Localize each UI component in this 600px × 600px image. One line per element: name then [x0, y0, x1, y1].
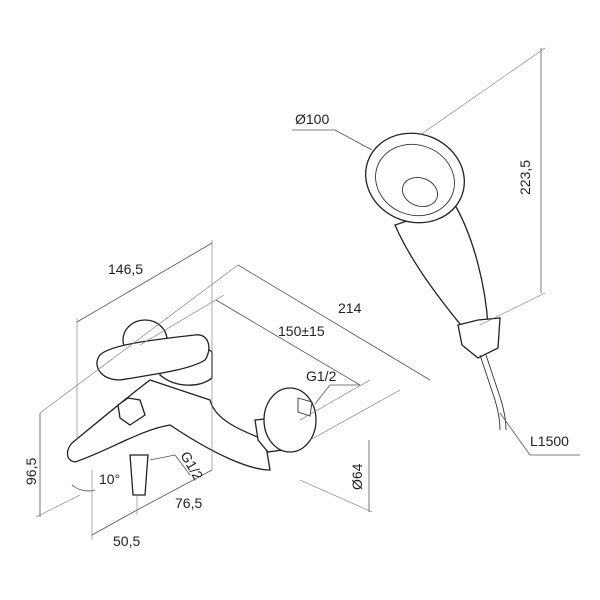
outlet-connector [129, 454, 149, 496]
dimension-lines [35, 47, 580, 540]
label-shower-diameter: Ø100 [295, 111, 329, 127]
dimension-labels: Ø100 223,5 146,5 214 150±15 G1/2 96,5 10… [23, 111, 569, 549]
wall-bracket [457, 317, 501, 359]
label-overall-depth: 214 [338, 300, 362, 316]
wall-flange [263, 387, 317, 453]
inlet-thread [297, 397, 313, 417]
shower-hose [479, 354, 501, 431]
label-height: 96,5 [23, 458, 39, 485]
label-spout-to-wall: 76,5 [175, 495, 202, 511]
label-spout-offset: 50,5 [113, 533, 140, 549]
label-outlet-thread: G1/2 [177, 449, 206, 483]
label-inlet-thread: G1/2 [306, 368, 337, 384]
label-spout-angle: 10° [99, 471, 120, 487]
shower-handle [394, 204, 489, 331]
label-mixer-width: 146,5 [108, 261, 143, 277]
hand-shower [365, 132, 507, 431]
label-hose-length: L1500 [530, 433, 569, 449]
lever-handle [96, 334, 210, 381]
diverter-knob [117, 397, 146, 426]
label-flange-diameter: Ø64 [349, 463, 365, 490]
label-shower-height: 223,5 [517, 160, 533, 195]
mixer [66, 319, 317, 496]
label-center-distance: 150±15 [278, 323, 325, 339]
